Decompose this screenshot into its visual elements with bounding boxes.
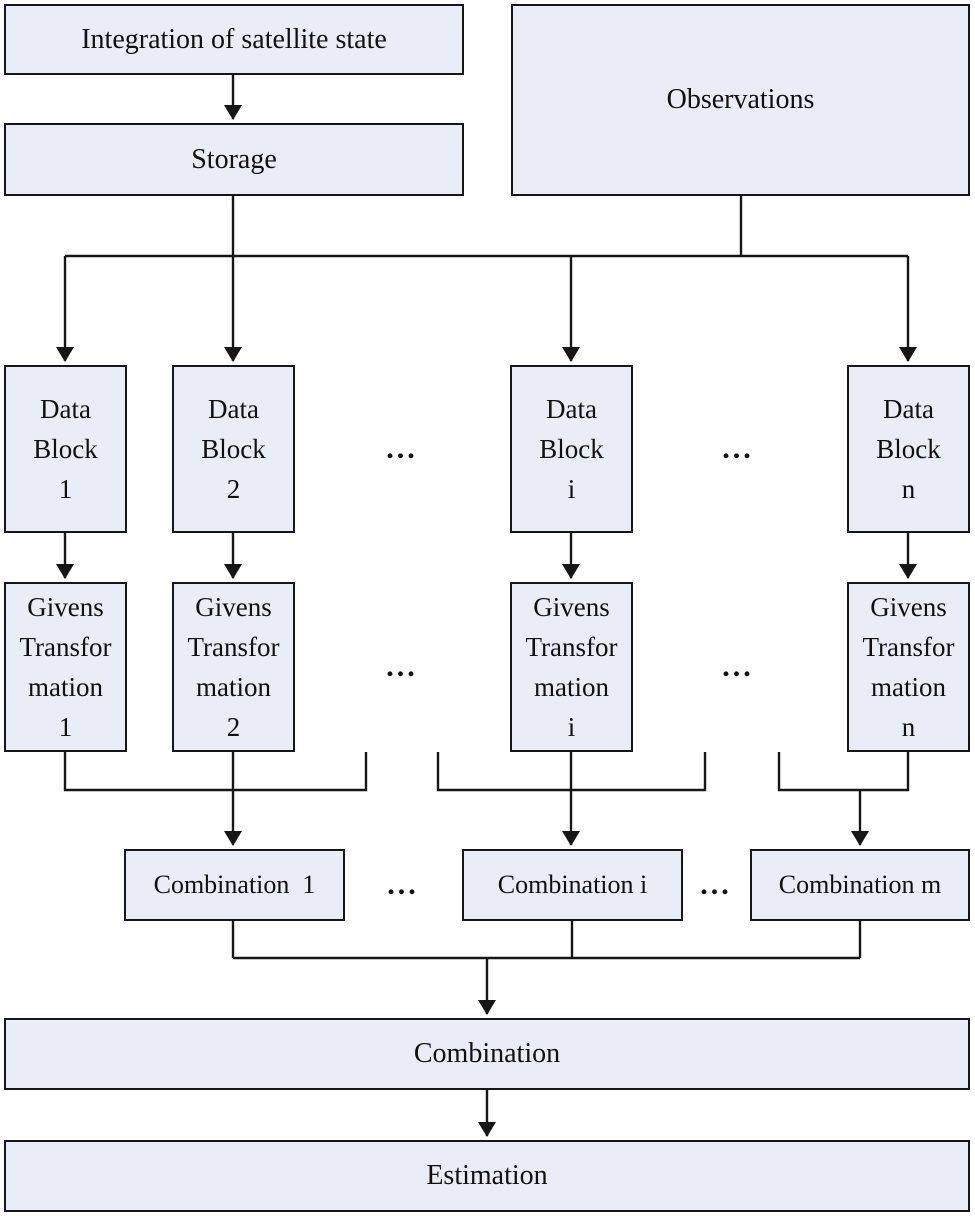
node-combination-1: Combination 1	[124, 849, 345, 921]
bracket-combination-1	[63, 752, 368, 792]
bracket-combination-m	[777, 752, 910, 792]
node-estimation: Estimation	[4, 1140, 970, 1212]
ellipsis-combination-row-2: ...	[700, 868, 732, 901]
node-data-block-2: Data Block 2	[172, 365, 295, 533]
ellipsis-givens-row-1: ...	[386, 650, 418, 683]
node-combination-i: Combination i	[462, 849, 683, 921]
ellipsis-givens-row-2: ...	[722, 650, 754, 683]
node-final-combination: Combination	[4, 1018, 970, 1090]
node-givens-transformation-n: Givens Transfor mation n	[847, 582, 970, 752]
node-givens-transformation-i: Givens Transfor mation i	[510, 582, 633, 752]
ellipsis-data-block-row-1: ...	[386, 432, 418, 465]
ellipsis-data-block-row-2: ...	[722, 432, 754, 465]
node-storage: Storage	[4, 123, 464, 196]
node-combination-m: Combination m	[750, 849, 970, 921]
node-data-block-1: Data Block 1	[4, 365, 127, 533]
node-givens-transformation-1: Givens Transfor mation 1	[4, 582, 127, 752]
node-data-block-i: Data Block i	[510, 365, 633, 533]
ellipsis-combination-row-1: ...	[387, 868, 419, 901]
node-observations: Observations	[511, 4, 970, 196]
node-integration-of-satellite-state: Integration of satellite state	[4, 4, 464, 75]
node-data-block-n: Data Block n	[847, 365, 970, 533]
node-givens-transformation-2: Givens Transfor mation 2	[172, 582, 295, 752]
